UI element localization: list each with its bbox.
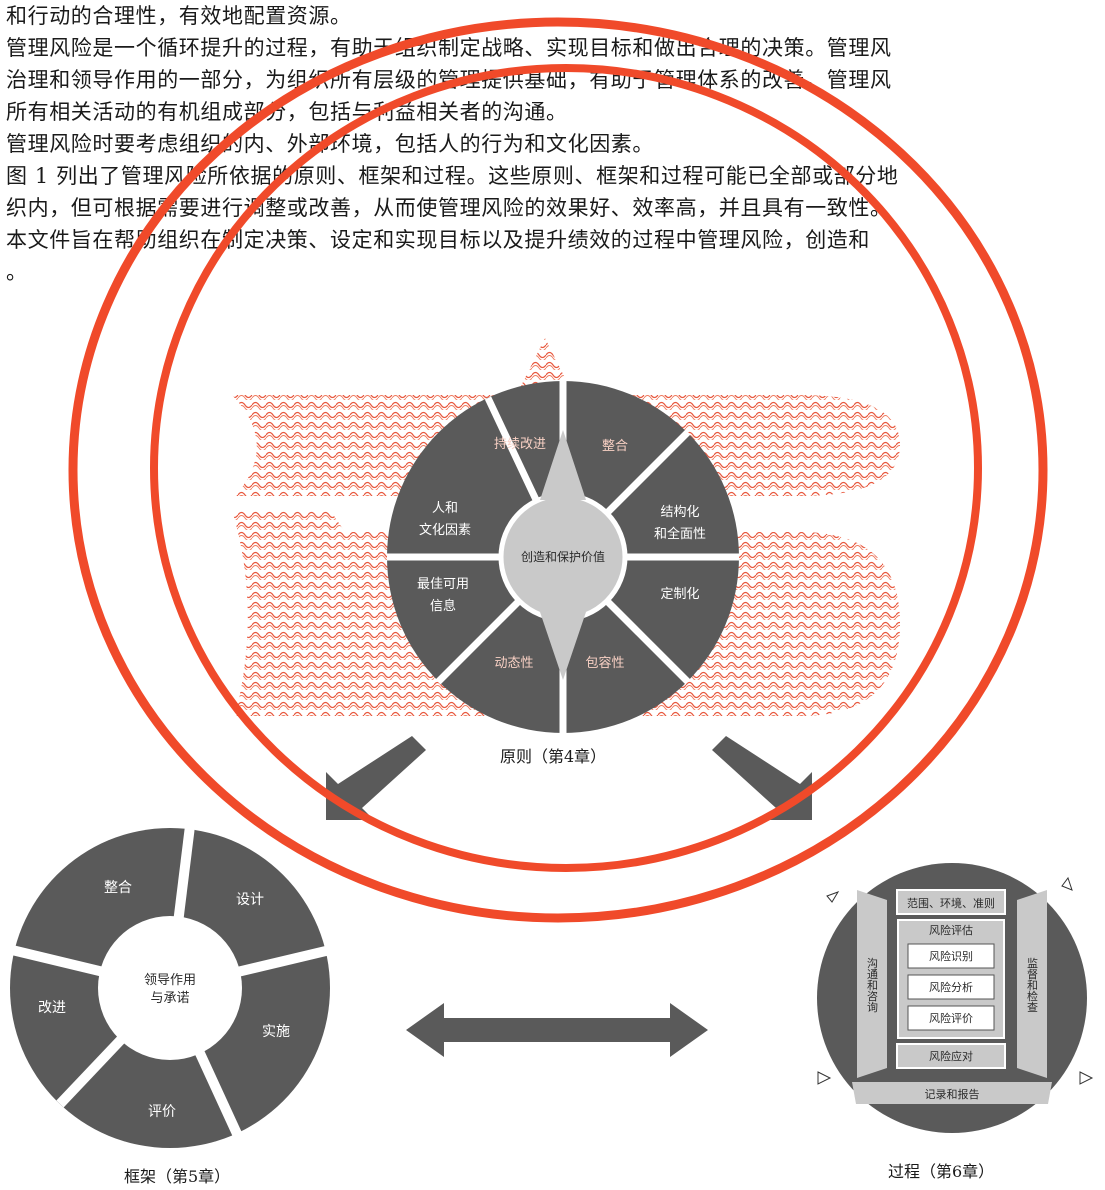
process-labels: 范围、环境、准则 风险评估 风险识别 风险分析 风险评价 风险应对 记录和报告 … <box>866 896 1039 1101</box>
framework-label: 实施 <box>262 1024 290 1040</box>
red-annotation-circles <box>68 17 1048 923</box>
process-treatment-label: 风险应对 <box>929 1049 973 1063</box>
principle-label: 结构化和全面性 <box>654 505 706 542</box>
process-circle <box>817 863 1094 1133</box>
process-step: 风险评价 <box>929 1011 973 1025</box>
process-step: 风险分析 <box>929 980 973 994</box>
paragraph-line: 所有相关活动的有机组成部分，包括与利益相关者的沟通。 <box>6 100 568 124</box>
principle-labels: 持续改进 整合 结构化和全面性 定制化 包容性 动态性 最佳可用信息 人和文化因… <box>417 437 706 671</box>
principles-wheel <box>387 381 739 733</box>
principle-label: 包容性 <box>585 655 624 671</box>
principle-label: 人和文化因素 <box>419 501 471 538</box>
framework-caption: 框架（第5章） <box>124 1167 231 1186</box>
principles-center-label: 创造和保护价值 <box>521 549 605 564</box>
principle-label: 持续改进 <box>494 437 546 452</box>
paragraph-line: 和行动的合理性，有效地配置资源。 <box>6 4 352 28</box>
framework-labels: 整合 设计 实施 评价 改进 领导作用与承诺 <box>38 880 290 1120</box>
process-assessment-label: 风险评估 <box>929 923 973 937</box>
principles-caption: 原则（第4章） <box>500 747 607 766</box>
arrow-to-process <box>712 736 812 820</box>
framework-center-label: 领导作用与承诺 <box>144 973 196 1006</box>
process-top-label: 范围、环境、准则 <box>907 896 995 910</box>
process-right-label: 监督和检查 <box>1026 957 1039 1012</box>
process-left-label: 沟通和咨询 <box>866 957 879 1013</box>
framework-label: 整合 <box>104 880 132 896</box>
process-step: 风险识别 <box>929 949 973 963</box>
framework-label: 评价 <box>148 1104 176 1120</box>
process-caption: 过程（第6章） <box>888 1162 995 1181</box>
process-bottom-label: 记录和报告 <box>925 1087 980 1101</box>
paragraph-line: 图 1 列出了管理风险所依据的原则、框架和过程。这些原则、框架和过程可能已全部或… <box>6 164 899 188</box>
double-arrow <box>406 1003 708 1057</box>
principle-label: 最佳可用信息 <box>417 577 469 614</box>
paragraph-line: 。 <box>6 260 28 284</box>
principle-label: 整合 <box>602 439 628 454</box>
framework-wheel <box>10 825 332 1148</box>
principle-label: 动态性 <box>494 656 533 671</box>
framework-label: 设计 <box>236 892 264 908</box>
arrow-to-framework <box>326 736 426 820</box>
principle-label: 定制化 <box>660 587 699 602</box>
framework-label: 改进 <box>38 1000 66 1016</box>
